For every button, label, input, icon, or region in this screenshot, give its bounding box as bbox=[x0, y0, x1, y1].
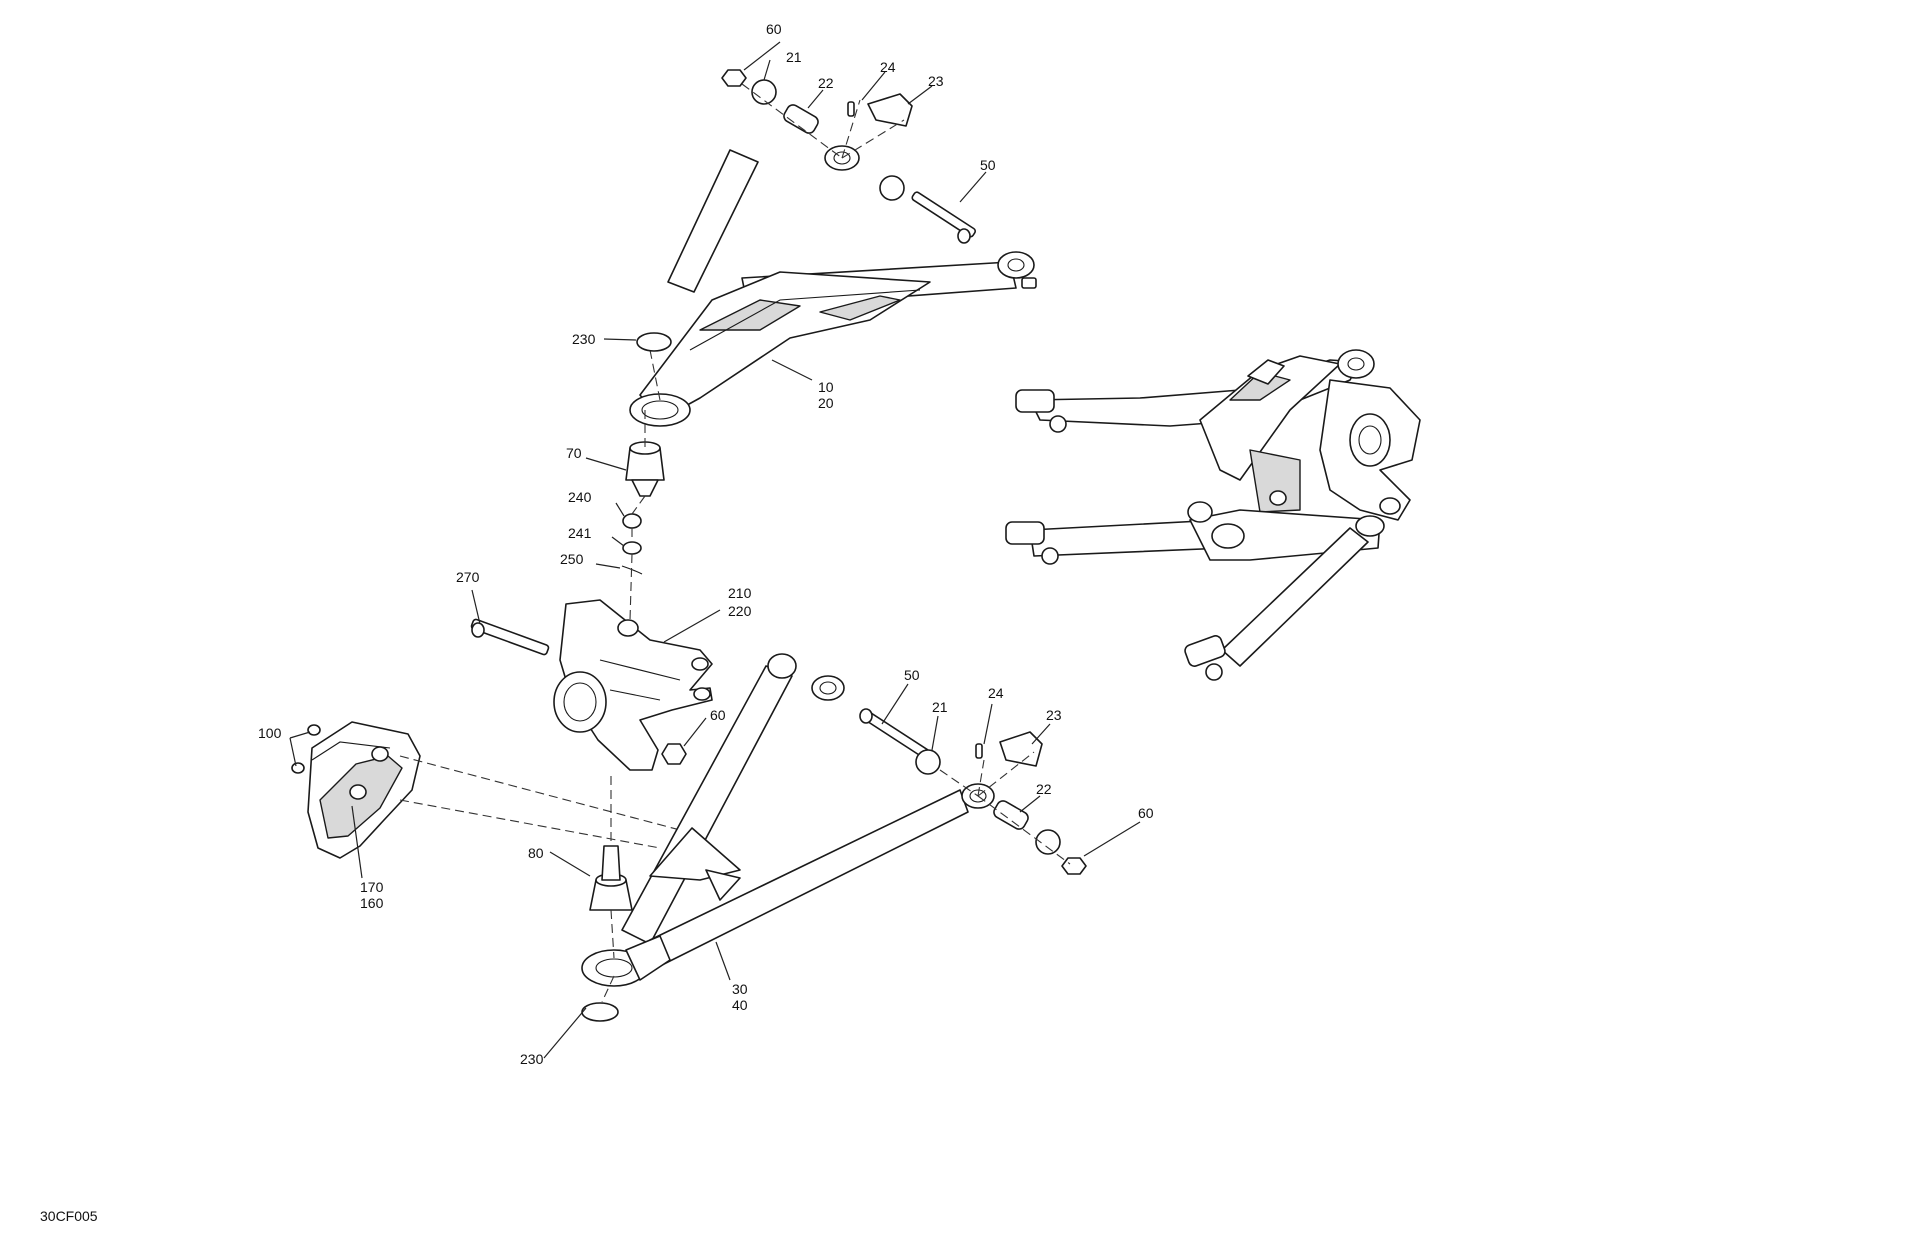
upper-sleeve-22-part bbox=[783, 104, 819, 134]
label-lower-sleeve-22: 22 bbox=[1036, 781, 1052, 797]
label-upper-arm-20: 20 bbox=[818, 395, 834, 411]
label-lower-arm-30: 30 bbox=[732, 981, 748, 997]
label-lower-bracket-23: 23 bbox=[1046, 707, 1062, 723]
upper-hardware bbox=[721, 69, 977, 244]
knuckle-nut-60-part bbox=[661, 743, 687, 765]
label-upper-bracket-23: 23 bbox=[928, 73, 944, 89]
label-upper-arm-10: 10 bbox=[818, 379, 834, 395]
lower-nut-60-part bbox=[1061, 857, 1087, 875]
leader-lines bbox=[351, 41, 1141, 1059]
drawing-code: 30CF005 bbox=[40, 1208, 98, 1224]
label-lower-ring-230: 230 bbox=[520, 1051, 544, 1067]
assembled-suspension-view bbox=[1005, 349, 1421, 681]
label-upper-bolt-50: 50 bbox=[980, 157, 996, 173]
lower-sleeve-22-part bbox=[993, 800, 1029, 830]
upper-bolt-50-part bbox=[911, 191, 977, 238]
label-upper-fitting-24: 24 bbox=[880, 59, 896, 75]
label-lower-bushing-21: 21 bbox=[932, 699, 948, 715]
label-nut-240: 240 bbox=[568, 489, 592, 505]
screw-100-bottom-part bbox=[291, 762, 305, 774]
label-ball-joint-70: 70 bbox=[566, 445, 582, 461]
label-guard-160: 160 bbox=[360, 895, 384, 911]
label-upper-bushing-21: 21 bbox=[786, 49, 802, 65]
lower-bushing-right-part bbox=[1035, 829, 1061, 855]
knuckle bbox=[553, 599, 713, 771]
label-lower-bolt-50: 50 bbox=[904, 667, 920, 683]
upper-fitting-24-part bbox=[847, 101, 855, 117]
ball-joint-80-part bbox=[589, 845, 633, 911]
lower-hardware bbox=[859, 708, 1087, 875]
label-knuckle-220: 220 bbox=[728, 603, 752, 619]
callout-labels: 60 21 22 24 23 50 230 10 20 70 240 241 2… bbox=[258, 21, 1154, 1067]
label-knuckle-nut-60: 60 bbox=[710, 707, 726, 723]
ball-joint-stack bbox=[621, 441, 665, 575]
nut-240-part bbox=[622, 513, 642, 529]
lower-bracket-23-part bbox=[999, 731, 1043, 767]
bolt-270-part bbox=[470, 618, 550, 656]
upper-a-arm bbox=[629, 145, 1037, 427]
upper-bracket-23-part bbox=[867, 93, 913, 127]
screw-100-top-part bbox=[307, 724, 321, 736]
label-lower-nut-60: 60 bbox=[1138, 805, 1154, 821]
cotter-250-part bbox=[621, 565, 643, 575]
guard bbox=[307, 721, 421, 859]
label-guard-170: 170 bbox=[360, 879, 384, 895]
upper-ring-230-part bbox=[636, 332, 672, 352]
washer-241-part bbox=[622, 541, 642, 555]
label-cotter-250: 250 bbox=[560, 551, 584, 567]
upper-nut-60-part bbox=[721, 69, 747, 87]
label-bolt-270: 270 bbox=[456, 569, 480, 585]
label-screw-100: 100 bbox=[258, 725, 282, 741]
label-lower-fitting-24: 24 bbox=[988, 685, 1004, 701]
label-ball-joint-80: 80 bbox=[528, 845, 544, 861]
label-upper-ring-230: 230 bbox=[572, 331, 596, 347]
label-upper-sleeve-22: 22 bbox=[818, 75, 834, 91]
label-washer-241: 241 bbox=[568, 525, 592, 541]
label-knuckle-210: 210 bbox=[728, 585, 752, 601]
label-upper-nut-60: 60 bbox=[766, 21, 782, 37]
lower-fitting-24-part bbox=[975, 743, 983, 759]
lower-a-arm bbox=[581, 653, 995, 987]
label-lower-arm-40: 40 bbox=[732, 997, 748, 1013]
upper-bushing-21-part bbox=[751, 79, 777, 105]
upper-bushing-right-part bbox=[879, 175, 905, 201]
lower-ring-230-part bbox=[581, 1002, 619, 1022]
lower-bushing-21-part bbox=[915, 749, 941, 775]
